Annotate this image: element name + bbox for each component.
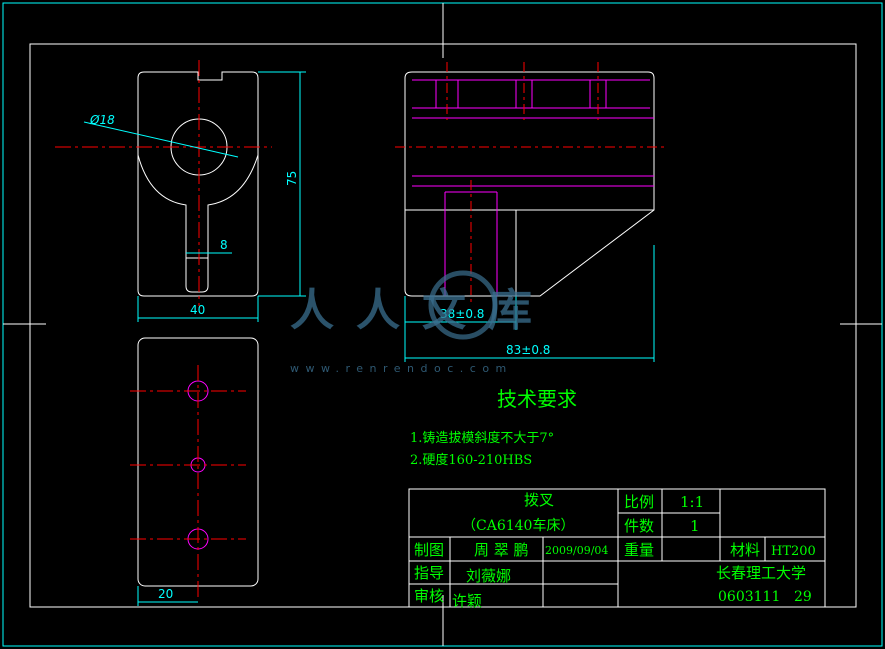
center-distance-label: 38±0.8 [440,307,484,321]
width-top-label: 40 [190,303,205,317]
material-value: HT200 [771,544,816,559]
watermark: 人人文库 www.renrendoc.com [290,270,554,375]
diameter-label: Ø18 [89,113,115,127]
part-name: 拨叉 [524,491,554,509]
watermark-logo-icon [428,270,498,340]
weight-label: 重量 [624,541,654,559]
review-name: 许颖 [452,592,482,610]
height-label: 75 [285,171,299,186]
top-view [130,337,259,606]
guide-label: 指导 [414,564,444,582]
quantity-value: 1 [690,517,700,535]
side-view [395,62,665,362]
scale-label: 比例 [624,493,654,511]
overall-length-label: 83±0.8 [506,343,550,357]
watermark-url: www.renrendoc.com [290,362,513,375]
material-label: 材料 [730,541,760,559]
tech-requirement-item: 1.铸造拔模斜度不大于7° [410,430,554,446]
guide-name: 刘薇娜 [466,567,511,585]
slot-width-label: 8 [220,238,228,252]
side-outline [404,71,655,297]
drawing-number: 29 [794,589,812,605]
width-bottom-label: 20 [158,587,173,601]
quantity-label: 件数 [624,517,654,535]
tech-requirements-title: 技术要求 [497,387,577,411]
title-block [408,488,826,608]
school-name: 长春理工大学 [716,564,806,582]
title-block-border [408,488,826,608]
watermark-text: 人人文库 [290,285,554,336]
fork-contour [137,154,259,293]
tech-requirement-item: 2.硬度160-210HBS [410,452,532,468]
drawn-date: 2009/09/04 [545,544,608,557]
review-label: 审核 [414,587,444,605]
machine-name: （CA6140车床） [462,517,574,534]
drawing-code: 0603111 [718,589,780,605]
drawn-label: 制图 [414,541,444,559]
front-view [55,60,306,322]
front-outline [137,71,259,297]
drawn-name: 周 翠 鹏 [474,541,529,559]
diameter-leader [83,121,239,158]
scale-value: 1:1 [680,493,704,511]
